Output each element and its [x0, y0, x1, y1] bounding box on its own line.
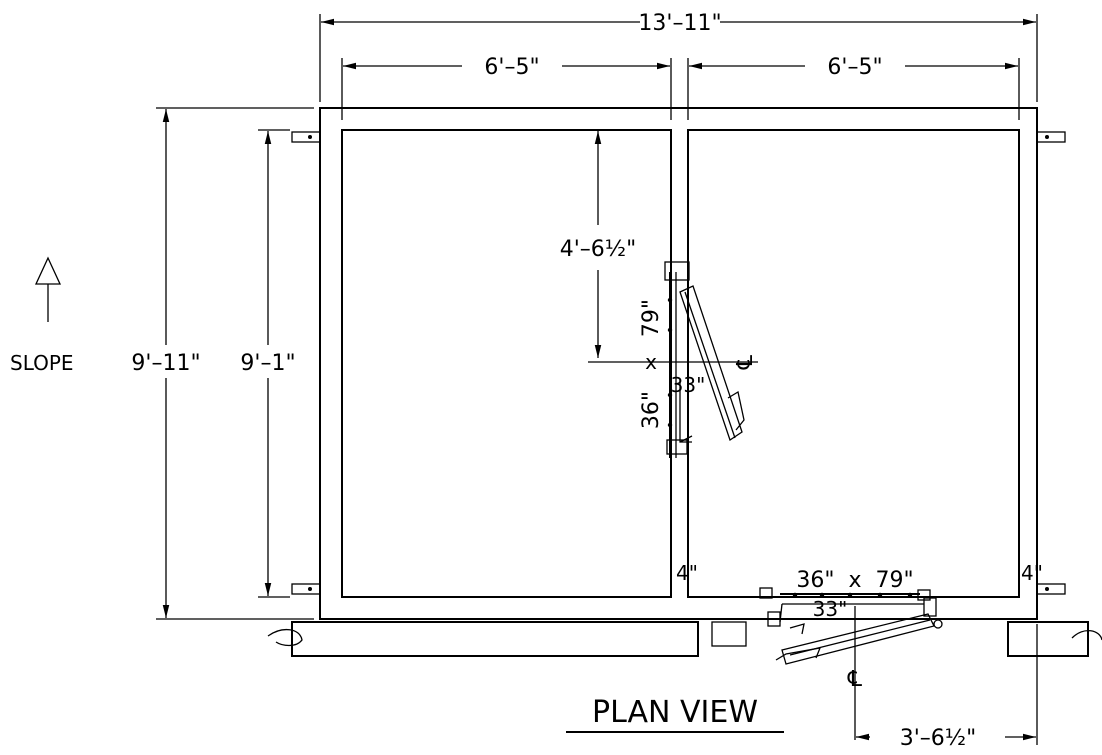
overall-width-dimension: [319, 14, 1038, 102]
slope-label: SLOPE: [10, 351, 74, 375]
upper-door-assembly: [588, 261, 758, 458]
right-wall-gap-label: 4": [1021, 561, 1043, 585]
overall-height-dimension: [156, 107, 314, 620]
upper-door-centerline: ℄: [733, 354, 758, 370]
right-bay-width-label: 6'–5": [827, 55, 882, 80]
left-bay-width-dimension: [341, 58, 672, 120]
bottom-offset-label: 3'–6½": [900, 726, 976, 751]
door-offset-dimension: [588, 129, 606, 358]
drain-box: [711, 621, 747, 647]
left-wall-gap-label: 4": [676, 561, 698, 585]
overall-height-label: 9'–11": [131, 351, 200, 376]
plan-view-title: PLAN VIEW: [592, 695, 758, 730]
inner-height-dimension: [258, 129, 290, 598]
upper-door-opening: 33": [671, 373, 706, 397]
foundation-hatch-right: [1007, 621, 1089, 657]
ground-break-left: [267, 629, 303, 647]
foundation-hatch-left: [291, 621, 699, 657]
slope-arrow-icon: [34, 256, 62, 322]
bottom-offset-dimension: [856, 624, 1038, 745]
wall-brackets: [291, 131, 1066, 595]
right-bay-width-dimension: [687, 58, 1020, 120]
left-bay-width-label: 6'–5": [484, 55, 539, 80]
lower-door-opening: 33": [813, 597, 848, 621]
inner-height-label: 9'–1": [240, 351, 295, 376]
lower-door-assembly: [756, 587, 943, 665]
overall-width-label: 13'–11": [638, 11, 721, 36]
lower-door-size: 36" x 79": [796, 568, 913, 593]
left-bay: [341, 129, 672, 598]
upper-door-size-79: 79": [639, 299, 664, 337]
upper-door-size-36: 36": [639, 391, 664, 429]
ground-break-right: [1071, 630, 1102, 641]
upper-door-size-x: x: [645, 350, 657, 374]
door-offset-label: 4'–6½": [560, 237, 636, 262]
lower-door-centerline: ℄: [847, 667, 863, 692]
building-outer-wall: [319, 107, 1038, 620]
